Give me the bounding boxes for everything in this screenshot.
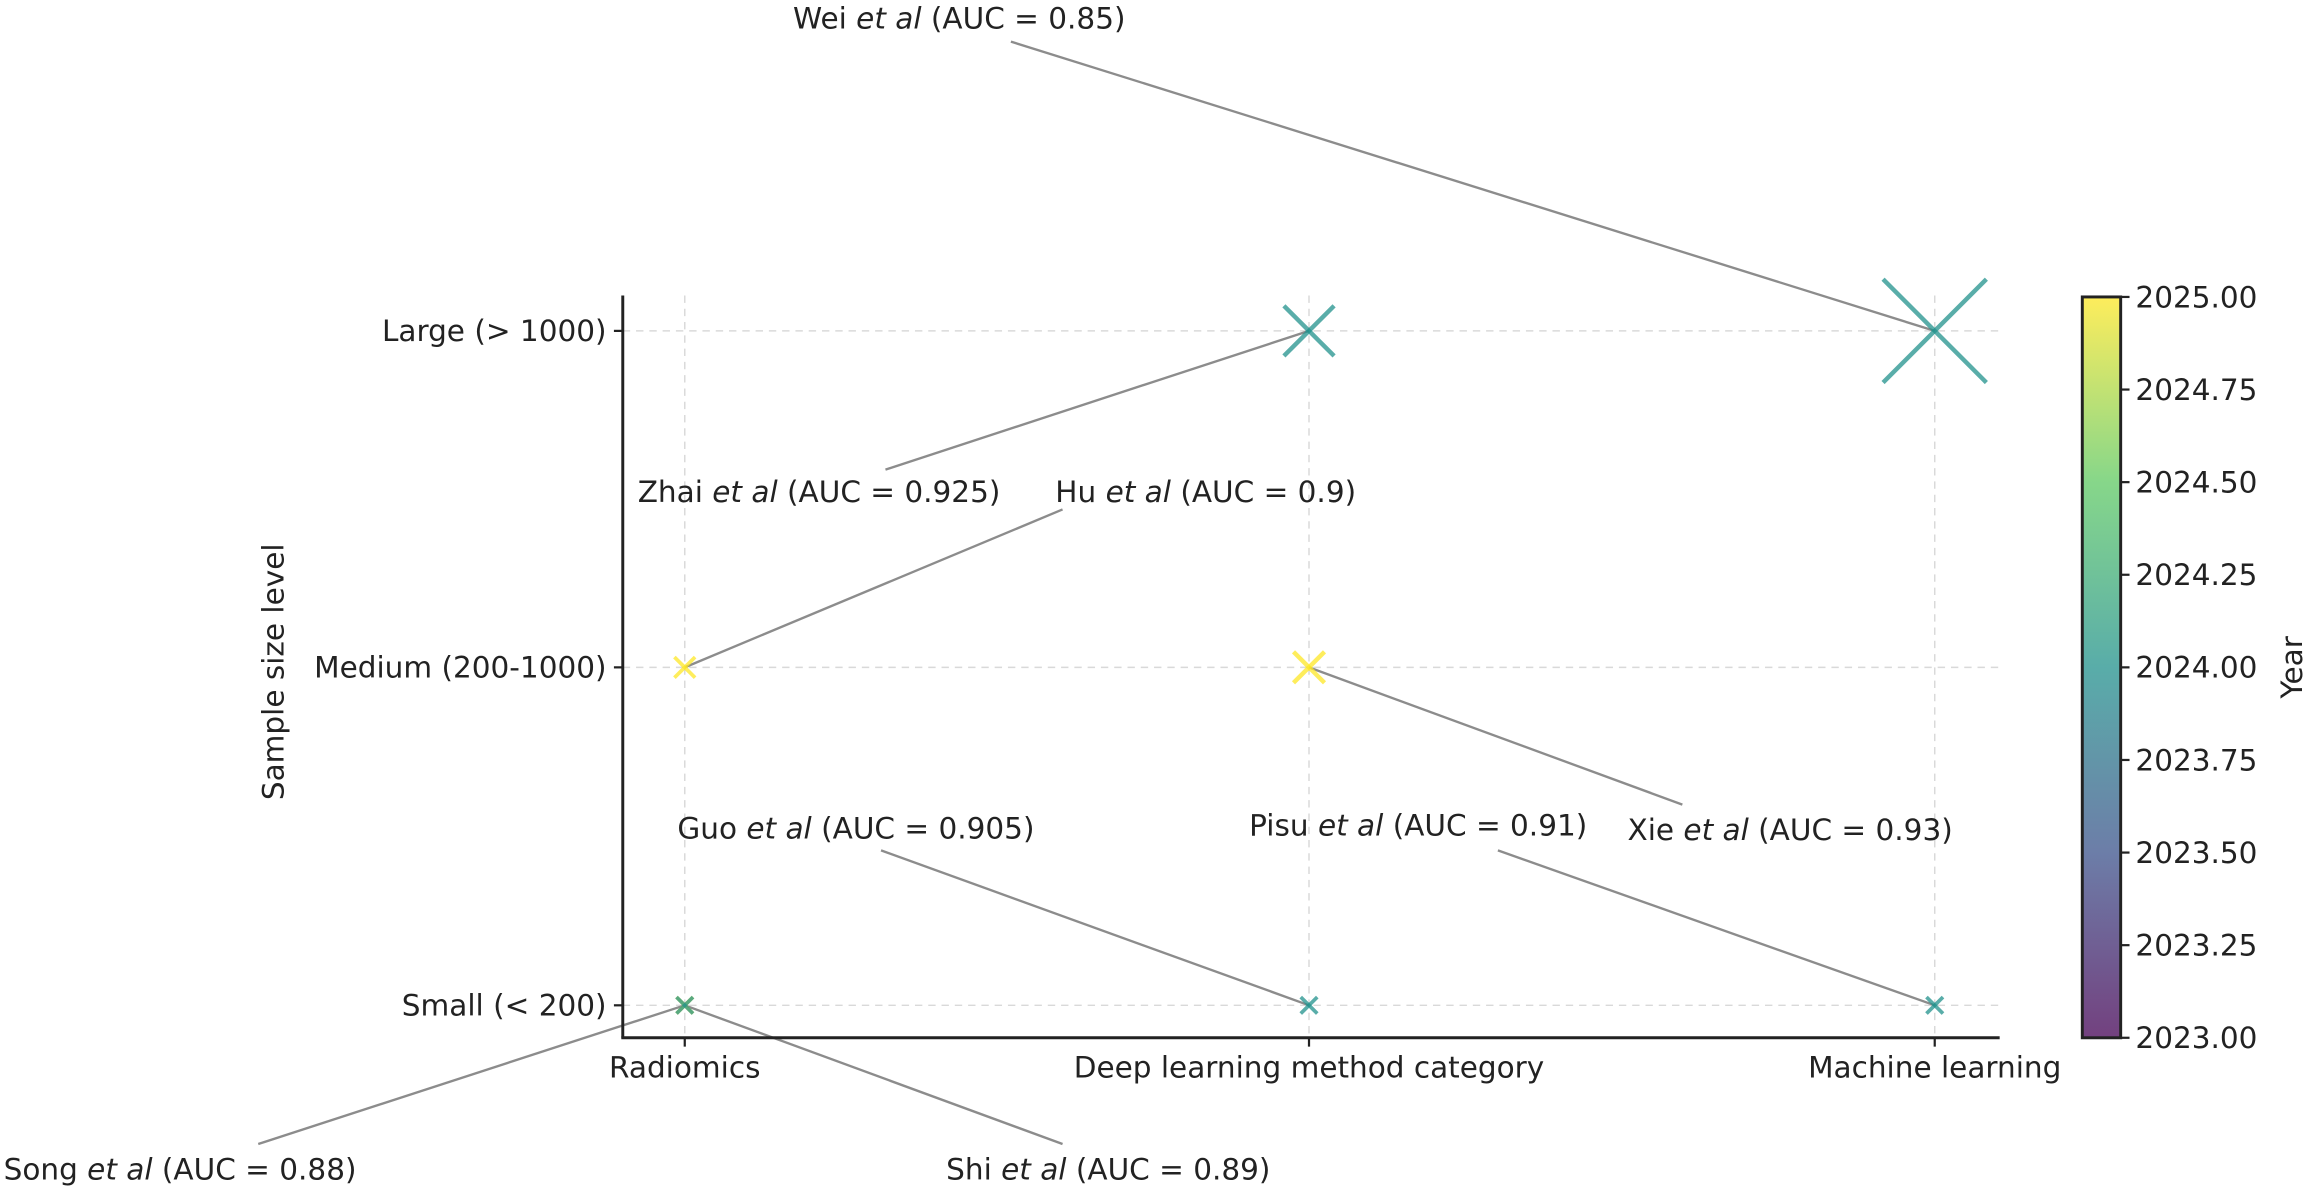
annotation-connector [880,849,1310,1007]
axes [613,295,2000,1047]
et-al: et al [1683,813,1749,847]
colorbar: Year 2023.00 2023.25 2023.50 2023.75 2024.00… [2080,280,2309,1055]
author-name: Xie [1627,813,1683,847]
data-marker [1282,304,1336,358]
colorbar-gradient [2080,295,2123,1040]
colorbar-tick-label: 2024.50 [2135,465,2257,499]
data-markers [673,277,1988,1015]
annotation-label: Guo et al (AUC = 0.905) [677,812,1034,846]
et-al: et al [712,475,778,509]
annotation-connector [1308,666,1683,806]
x-tick-label: Deep learning method category [1074,1051,1545,1085]
author-name: Pisu [1249,809,1318,843]
colorbar-tick-label: 2023.75 [2135,743,2257,777]
annotation-connector [684,508,1064,669]
auc-value: (AUC = 0.85) [922,1,1126,35]
author-name: Zhai [638,475,713,509]
auc-value: (AUC = 0.9) [1171,475,1356,509]
author-name: Guo [677,812,746,846]
annotation-connector [684,1004,1063,1146]
annotation-connector [257,1004,686,1146]
colorbar-tick-label: 2023.50 [2135,836,2257,870]
author-name: Wei [793,1,856,35]
data-marker [1299,995,1319,1015]
auc-value: (AUC = 0.905) [812,812,1035,846]
annotation-labels: Wei et al (AUC = 0.85) Zhai et al (AUC = … [4,1,1953,1186]
auc-value: (AUC = 0.89) [1067,1152,1271,1186]
auc-value: (AUC = 0.925) [778,475,1001,509]
annotation-label: Shi et al (AUC = 0.89) [946,1152,1270,1186]
et-al: et al [746,812,812,846]
author-name: Shi [946,1152,1001,1186]
et-al: et al [1001,1152,1067,1186]
colorbar-tick-label: 2023.00 [2135,1021,2257,1055]
et-al: et al [1106,475,1172,509]
x-tick-label: Radiomics [609,1051,760,1085]
data-marker [1881,277,1988,385]
annotation-label: Song et al (AUC = 0.88) [4,1152,357,1186]
colorbar-tick-label: 2024.00 [2135,651,2257,685]
colorbar-tick-label: 2023.25 [2135,929,2257,963]
y-axis-label: Sample size level [256,543,290,800]
auc-value: (AUC = 0.93) [1749,813,1953,847]
author-name: Song [4,1152,88,1186]
colorbar-tick-label: 2024.25 [2135,558,2257,592]
annotation-connector [885,329,1310,471]
y-tick-label: Large (> 1000) [382,314,607,348]
author-name: Hu [1055,475,1105,509]
y-tick-label: Small (< 200) [402,989,607,1023]
data-marker [1925,995,1945,1015]
annotation-label: Hu et al (AUC = 0.9) [1055,475,1356,509]
annotation-label: Zhai et al (AUC = 0.925) [638,475,1001,509]
y-tick-labels: Small (< 200) Medium (200-1000) Large (> 1… [314,314,606,1022]
x-tick-label: Machine learning [1808,1051,2061,1085]
colorbar-tick-label: 2024.75 [2135,373,2257,407]
et-al: et al [87,1152,153,1186]
data-marker [673,655,697,679]
data-marker [675,995,695,1015]
auc-value: (AUC = 0.88) [153,1152,357,1186]
et-al: et al [1318,809,1384,843]
et-al: et al [856,1,922,35]
colorbar-tick-label: 2025.00 [2135,280,2257,314]
grid-lines [622,295,2000,1038]
annotation-label: Xie et al (AUC = 0.93) [1627,813,1952,847]
annotation-connector [1497,849,1936,1007]
auc-value: (AUC = 0.91) [1383,809,1587,843]
y-tick-label: Medium (200-1000) [314,651,606,685]
annotation-label: Wei et al (AUC = 0.85) [793,1,1125,35]
annotation-connector [1010,40,1936,333]
annotation-connectors [257,40,1936,1146]
x-tick-labels: Radiomics Deep learning method category Ma… [609,1051,2061,1085]
annotation-label: Pisu et al (AUC = 0.91) [1249,809,1587,843]
data-marker [1291,650,1327,685]
colorbar-label: Year [2275,635,2309,699]
